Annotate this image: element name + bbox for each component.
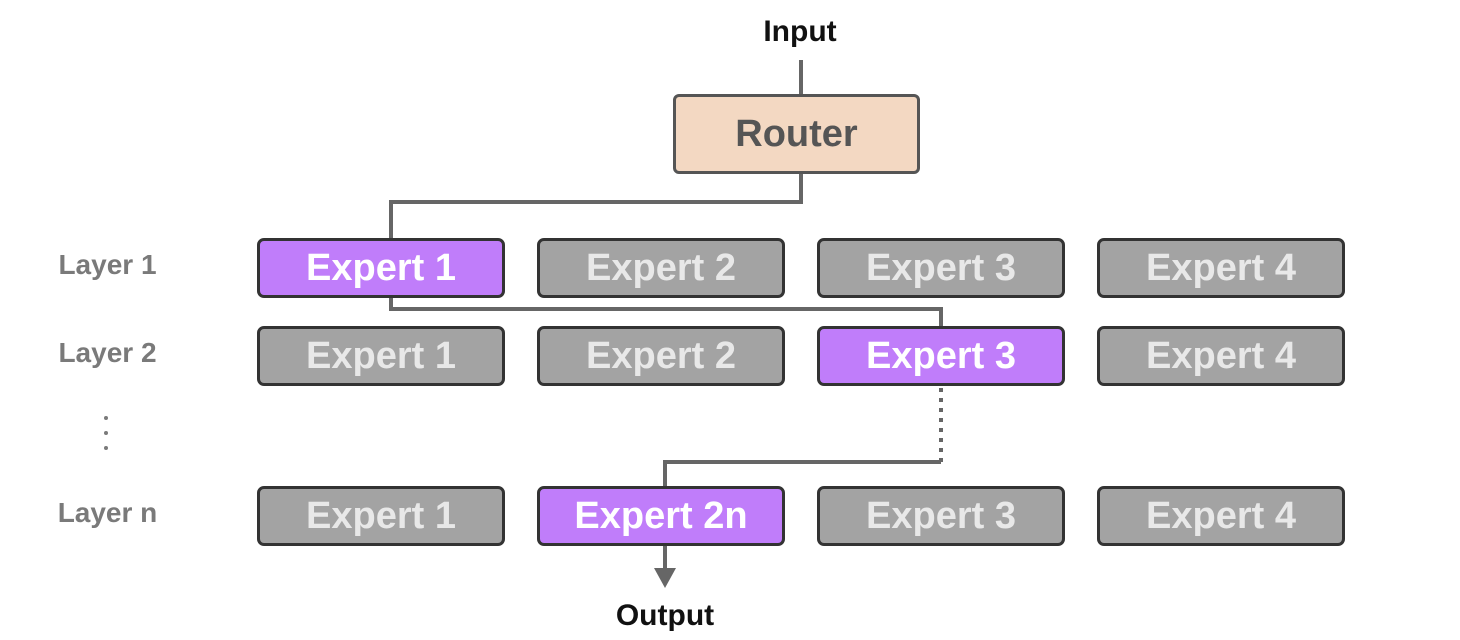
layer-label: Layer 2 <box>58 337 157 368</box>
output-arrow-head <box>654 568 676 588</box>
expert-box: Expert 2 <box>537 326 785 386</box>
expert-box: Expert 1 <box>257 326 505 386</box>
active-expert-box: Expert 3 <box>817 326 1065 386</box>
router-to-layer1-line <box>389 174 803 238</box>
layern-entry-line <box>663 460 941 486</box>
input-label: Input <box>763 15 837 48</box>
expert-box: Expert 3 <box>817 238 1065 298</box>
expert-box: Expert 4 <box>1097 238 1345 298</box>
expert-box: Expert 2 <box>537 238 785 298</box>
active-expert-box: Expert 2n <box>537 486 785 546</box>
active-expert-box: Expert 1 <box>257 238 505 298</box>
router-box: Router <box>673 94 920 174</box>
layer-ellipsis-icon <box>100 416 112 450</box>
expert-box: Expert 1 <box>257 486 505 546</box>
layer1-to-layer2-line <box>389 298 943 326</box>
expert-box: Expert 4 <box>1097 326 1345 386</box>
layer-label: Layer n <box>57 497 158 528</box>
expert-box: Expert 4 <box>1097 486 1345 546</box>
layer-label: Layer 1 <box>58 249 157 280</box>
expert-box: Expert 3 <box>817 486 1065 546</box>
output-label: Output <box>615 599 715 632</box>
